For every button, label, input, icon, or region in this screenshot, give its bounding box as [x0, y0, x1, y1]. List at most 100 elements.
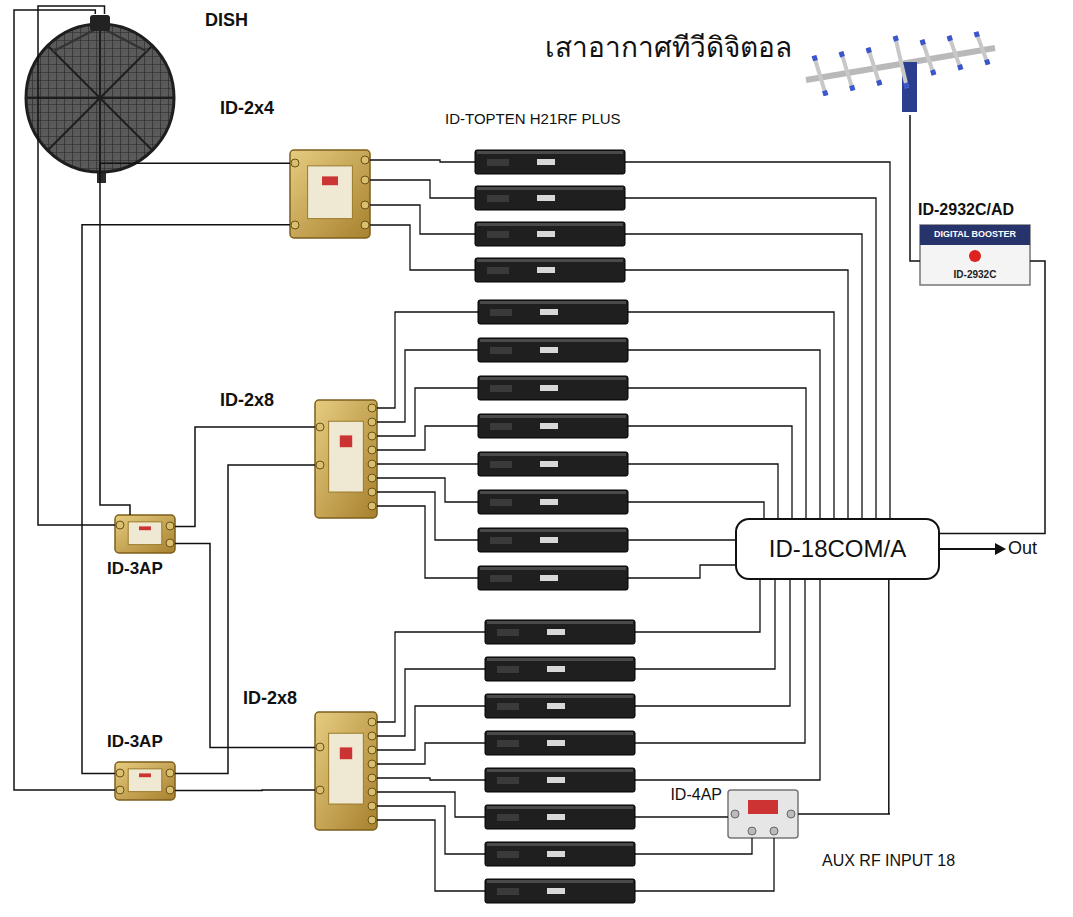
- coax-wire: [377, 478, 478, 502]
- antenna-node: เสาอากาศทีวีดิจิตอล: [800, 30, 1000, 115]
- coax-connector: [175, 465, 315, 774]
- coax-wire: [635, 838, 774, 891]
- port: [116, 521, 124, 529]
- receiver-logo: [540, 461, 558, 467]
- receiver-display: [497, 666, 519, 673]
- device-body: [290, 150, 370, 238]
- coax-wire: [628, 388, 806, 518]
- receiver-logo: [547, 851, 565, 857]
- coax-connector: [798, 580, 890, 814]
- receiver-top: [480, 377, 626, 380]
- receiver-top: [487, 843, 633, 846]
- receiver-top: [477, 151, 623, 154]
- antenna-tip: [868, 48, 870, 53]
- receiver-body: [485, 805, 635, 829]
- receiver-body: [478, 566, 628, 590]
- coax-wire: [635, 580, 760, 632]
- receiver: [478, 566, 628, 590]
- coax-wire: [628, 464, 778, 518]
- device-panel: [128, 522, 162, 545]
- device-label: ID-4AP: [670, 786, 722, 804]
- port: [368, 404, 376, 412]
- coax-wire: [377, 743, 485, 764]
- receiver: [475, 186, 625, 210]
- coax-wire: [377, 820, 485, 891]
- receiver-body: [478, 528, 628, 552]
- receiver-body: [485, 842, 635, 866]
- receiver: [475, 222, 625, 246]
- receiver-logo: [540, 347, 558, 353]
- device-label: ID-2x8: [220, 390, 274, 411]
- receiver-body: [478, 376, 628, 400]
- receiver-top: [480, 491, 626, 494]
- receiver-top: [480, 453, 626, 456]
- digital-booster: [920, 225, 1030, 285]
- port: [316, 423, 324, 431]
- device-label: DIGITAL BOOSTER: [934, 229, 1016, 239]
- port: [291, 221, 299, 229]
- port: [361, 201, 369, 209]
- splitter-node: ID-4AP: [728, 790, 798, 838]
- coax-wire: [370, 180, 475, 198]
- antenna-tip: [852, 85, 854, 90]
- receiver-display: [487, 231, 509, 238]
- receiver-logo: [547, 888, 565, 894]
- port: [368, 432, 376, 440]
- port: [368, 816, 376, 824]
- receiver: [485, 657, 635, 681]
- port: [368, 774, 376, 782]
- coax-wire: [635, 580, 790, 706]
- port: [116, 769, 124, 777]
- receiver-display: [490, 309, 512, 316]
- receiver-display: [490, 347, 512, 354]
- device-mark: [139, 773, 151, 777]
- device-panel: [128, 769, 162, 792]
- antenna-tip: [933, 70, 935, 75]
- device-label: ID-3AP: [107, 559, 163, 579]
- receiver-body: [485, 657, 635, 681]
- receiver: [475, 150, 625, 174]
- coax-wire: [370, 225, 475, 270]
- splitter-4ap: [728, 790, 798, 838]
- device-label: ID-2x8: [243, 688, 297, 709]
- receiver-top: [477, 223, 623, 226]
- device-label: ID-3AP: [107, 732, 163, 752]
- receiver-display: [487, 267, 509, 274]
- receiver-display: [490, 385, 512, 392]
- antenna-element: [868, 48, 880, 86]
- antenna-tip: [987, 60, 989, 65]
- coax-wire: [628, 539, 735, 540]
- coax-wire: [625, 270, 848, 518]
- receiver: [475, 258, 625, 282]
- receiver-body: [478, 452, 628, 476]
- antenna-element: [841, 52, 853, 91]
- receiver-logo: [537, 195, 555, 201]
- receiver-logo: [540, 309, 558, 315]
- device-mark: [322, 176, 338, 185]
- receiver-body: [485, 879, 635, 903]
- receiver-body: [475, 222, 625, 246]
- receiver-top: [480, 339, 626, 342]
- splitter-node: ID-3AP: [115, 515, 175, 553]
- coax-connector: [940, 261, 1045, 534]
- port: [166, 786, 174, 794]
- receiver-top: [477, 259, 623, 262]
- device-body: [115, 515, 175, 553]
- receiver-display: [497, 629, 519, 636]
- receiver-logo: [540, 575, 558, 581]
- port: [368, 488, 376, 496]
- receiver-body: [485, 768, 635, 792]
- device-body: [115, 762, 175, 800]
- coax-connector: [910, 115, 920, 261]
- antenna-tip: [906, 83, 908, 88]
- receiver: [478, 376, 628, 400]
- multiswitch-2x8: [315, 712, 377, 830]
- receiver: [485, 842, 635, 866]
- coax-wire: [628, 350, 820, 518]
- receiver-body: [478, 490, 628, 514]
- receiver-top: [487, 658, 633, 661]
- antenna-tip: [879, 80, 881, 85]
- coax-wire: [377, 492, 478, 540]
